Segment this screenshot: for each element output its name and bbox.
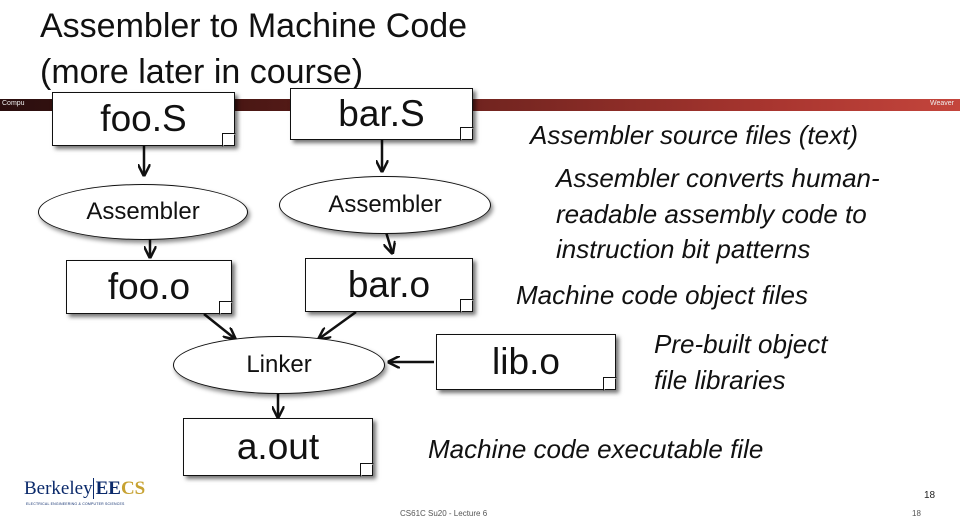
arrow-assembler-to-bar-o xyxy=(386,231,392,252)
arrow-bar-o-to-linker xyxy=(320,310,357,338)
assembler-node-2: Assembler xyxy=(279,176,491,234)
assembler-node-1: Assembler xyxy=(38,184,248,240)
source-file-bar-s: bar.S xyxy=(290,88,473,140)
arrow-foo-o-to-linker xyxy=(203,313,234,338)
page-number: 18 xyxy=(924,490,936,501)
library-file-lib-o: lib.o xyxy=(436,334,616,390)
header-bar-right-text: Weaver xyxy=(930,100,954,107)
object-file-bar-o-label: bar.o xyxy=(347,264,431,305)
logo-eecs: EECS xyxy=(92,478,146,499)
note-assembler-line1: Assembler converts human- xyxy=(556,163,880,193)
output-file-a-out-label: a.out xyxy=(236,426,320,467)
linker-node: Linker xyxy=(173,336,385,394)
note-library-line2: file libraries xyxy=(654,365,786,395)
library-file-lib-o-label: lib.o xyxy=(492,341,560,382)
object-file-foo-o: foo.o xyxy=(66,260,232,314)
header-bar xyxy=(0,99,960,111)
footer-course-text: CS61C Su20 - Lecture 6 xyxy=(400,509,488,518)
logo-ee: EE xyxy=(95,478,121,499)
note-source-files: Assembler source files (text) xyxy=(530,120,858,150)
logo-berkeley: Berkeley xyxy=(24,478,93,499)
source-file-foo-s-label: foo.S xyxy=(100,98,187,139)
slide-title-line2: (more later in course) xyxy=(40,53,364,91)
source-file-foo-s: foo.S xyxy=(52,92,235,146)
note-object-files: Machine code object files xyxy=(516,280,808,310)
footer-page-number: 18 xyxy=(912,509,921,518)
output-file-a-out: a.out xyxy=(183,418,373,476)
slide-title-line1: Assembler to Machine Code xyxy=(40,7,468,45)
note-assembler-line2: readable assembly code to xyxy=(556,199,867,229)
object-file-foo-o-label: foo.o xyxy=(107,266,191,307)
source-file-bar-s-label: bar.S xyxy=(338,93,425,134)
header-bar-left-text: Compu xyxy=(2,100,25,107)
note-library-line1: Pre-built object xyxy=(654,329,828,359)
assembler-node-2-label: Assembler xyxy=(328,191,442,218)
assembler-node-1-label: Assembler xyxy=(86,198,200,225)
logo-subtitle: ELECTRICAL ENGINEERING & COMPUTER SCIENC… xyxy=(26,502,125,506)
note-executable: Machine code executable file xyxy=(428,434,764,464)
object-file-bar-o: bar.o xyxy=(305,258,473,312)
logo-cs: CS xyxy=(120,478,146,499)
linker-node-label: Linker xyxy=(246,351,312,378)
note-assembler-line3: instruction bit patterns xyxy=(556,234,811,264)
